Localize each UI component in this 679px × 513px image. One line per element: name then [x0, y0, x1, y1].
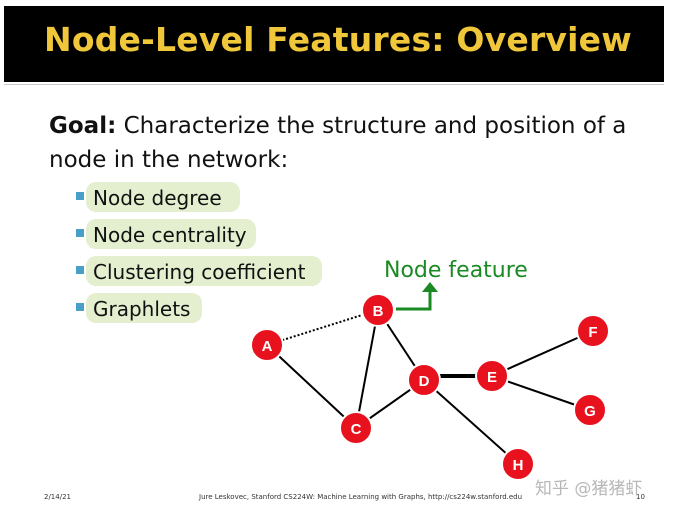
- bullet-square-icon: [76, 303, 84, 311]
- highlight-mark: [86, 293, 202, 323]
- edge-e-f: [491, 330, 594, 377]
- edge-e-g: [491, 375, 591, 411]
- bullet-square-icon: [76, 229, 84, 237]
- node-e: E: [475, 359, 509, 393]
- node-a: A: [250, 328, 284, 362]
- node-label: E: [487, 369, 497, 386]
- node-d: D: [407, 363, 441, 397]
- goal-paragraph: Goal: Characterize the structure and pos…: [49, 109, 649, 177]
- node-b: B: [361, 293, 395, 327]
- goal-text: Characterize the structure and position …: [49, 113, 627, 173]
- bullet-label: Node centrality: [93, 223, 247, 247]
- node-f: F: [576, 314, 610, 348]
- node-feature-arrow-icon: [396, 292, 432, 311]
- edge-a-b-dotted: [266, 309, 379, 346]
- watermark: 知乎 @猪猪虾: [535, 479, 643, 499]
- node-label: B: [373, 303, 384, 320]
- bullet-label: Graphlets: [93, 297, 191, 321]
- highlight-mark: [86, 182, 240, 212]
- node-label: G: [584, 403, 596, 420]
- bullet-square-icon: [76, 266, 84, 274]
- node-label: C: [351, 421, 362, 438]
- node-feature-label: Node feature: [384, 258, 528, 283]
- bullet-label: Node degree: [93, 186, 222, 210]
- goal-label: Goal:: [49, 113, 117, 139]
- title-bar: Node-Level Features: Overview: [4, 6, 664, 82]
- node-h: H: [501, 447, 535, 481]
- graph-nodes: A B C D E F G: [250, 293, 610, 481]
- node-label: D: [419, 373, 430, 390]
- arrow-head-icon: [422, 282, 438, 292]
- highlight-mark: [86, 256, 322, 286]
- footer-date: 2/14/21: [44, 493, 71, 501]
- footer-credit: Jure Leskovec, Stanford CS224W: Machine …: [199, 493, 523, 501]
- bullet-square-icon: [76, 192, 84, 200]
- node-g: G: [573, 393, 607, 427]
- edge-d-h: [423, 379, 519, 465]
- node-label: A: [262, 338, 273, 355]
- node-label: H: [513, 457, 524, 474]
- edge-a-c: [266, 344, 357, 429]
- node-label: F: [588, 324, 597, 341]
- slide-title: Node-Level Features: Overview: [44, 20, 632, 59]
- node-c: C: [339, 411, 373, 445]
- bullet-label: Clustering coefficient: [93, 260, 306, 284]
- title-divider: [4, 84, 664, 85]
- edge-b-c: [355, 309, 379, 429]
- page-number: 10: [636, 493, 645, 501]
- highlight-mark: [86, 219, 256, 249]
